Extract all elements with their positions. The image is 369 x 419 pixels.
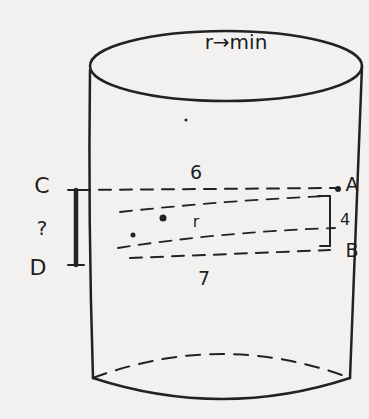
left-side (89, 70, 93, 378)
point-label: A (344, 174, 361, 195)
dimension: 7 (196, 268, 212, 289)
point-label: B (343, 240, 360, 261)
radius-label: r (191, 213, 202, 231)
segment-ticks (68, 190, 84, 265)
upper-chord (78, 188, 335, 190)
lower-chord (130, 250, 330, 258)
height-bracket (318, 196, 330, 246)
dimension: 6 (188, 162, 204, 183)
unknown-mark: ? (35, 217, 50, 239)
center-dot (160, 215, 167, 222)
point-dot (131, 233, 136, 238)
bottom-front (93, 378, 350, 399)
lower-plane (118, 228, 335, 248)
bottom-back (93, 354, 350, 378)
point-label: C (32, 174, 51, 198)
dimension: 4 (338, 211, 352, 229)
top-ellipse (90, 31, 362, 101)
point-a (335, 186, 341, 192)
right-side (350, 66, 362, 378)
point-label: D (28, 256, 49, 280)
upper-plane (120, 196, 330, 212)
axis-dot (185, 119, 188, 122)
title-note: r→min (203, 31, 270, 53)
segment-cd (74, 190, 79, 265)
